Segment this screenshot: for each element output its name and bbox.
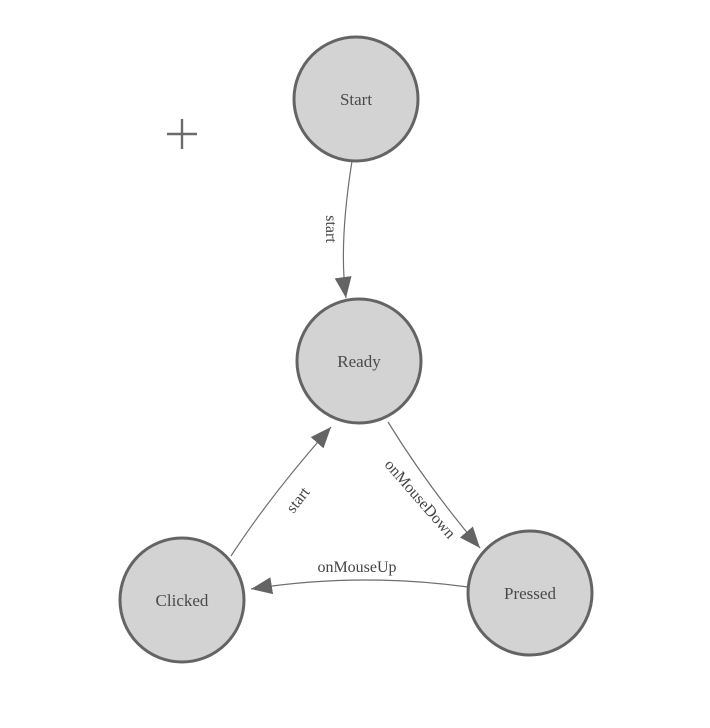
- state-node-clicked[interactable]: Clicked: [118, 536, 246, 664]
- state-node-ready-circle[interactable]: [295, 297, 423, 425]
- state-node-clicked-circle[interactable]: [118, 536, 246, 664]
- edge-label-clicked-to-ready: start: [283, 484, 314, 517]
- state-node-pressed-circle[interactable]: [466, 529, 594, 657]
- crosshair-icon: [167, 119, 197, 149]
- state-node-pressed[interactable]: Pressed: [466, 529, 594, 657]
- state-node-start-circle[interactable]: [292, 35, 420, 163]
- state-node-ready[interactable]: Ready: [295, 297, 423, 425]
- edge-pressed-to-clicked[interactable]: [250, 577, 469, 595]
- edge-start-to-ready[interactable]: [334, 160, 353, 299]
- edge-ready-to-pressed[interactable]: [387, 421, 481, 549]
- edge-clicked-to-ready[interactable]: [230, 426, 332, 557]
- edge-label-pressed-to-clicked: onMouseUp: [317, 559, 396, 576]
- state-node-start[interactable]: Start: [292, 35, 420, 163]
- edge-label-start-to-ready: start: [322, 215, 339, 243]
